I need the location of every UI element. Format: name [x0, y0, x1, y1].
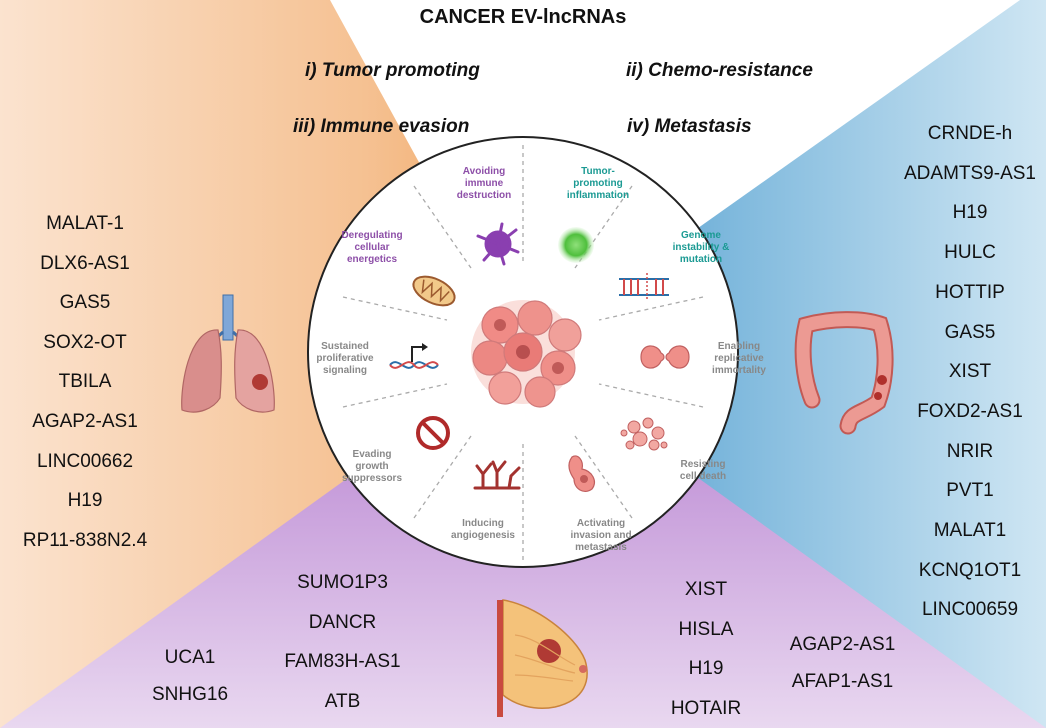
breast-lncrna: UCA1: [164, 647, 216, 668]
colon-lncrna: H19: [952, 202, 988, 224]
lung-lncrna: TBILA: [58, 371, 112, 393]
hallmark-avoiding-immune-destruction: Avoiding immune destruction: [456, 166, 512, 201]
apoptosis-icon: [620, 417, 668, 451]
colon-lncrna: NRIR: [946, 440, 994, 462]
no-sign-icon: [416, 416, 450, 450]
lung-lncrna: AGAP2-AS1: [32, 410, 138, 432]
migrating-cell-icon: [568, 455, 595, 492]
lung-lncrna: DLX6-AS1: [40, 252, 130, 274]
category-chemo-resistance: ii) Chemo-resistance: [626, 60, 813, 81]
colon-lncrna: HOTTIP: [935, 281, 1005, 303]
breast-lncrna: AFAP1-AS1: [791, 671, 894, 692]
breast-lncrna-group-b: SUMO1P3 DANCR FAM83H-AS1 ATB: [270, 563, 415, 721]
colon-lncrna: PVT1: [946, 480, 994, 502]
colon-lncrna: HULC: [944, 242, 996, 264]
hallmark-inducing-angiogenesis: Inducing angiogenesis: [451, 518, 515, 541]
breast-lncrna: ATB: [324, 690, 361, 712]
lung-lncrna-list: MALAT-1 DLX6-AS1 GAS5 SOX2-OT TBILA AGAP…: [10, 204, 160, 560]
breast-lncrna: HISLA: [678, 618, 734, 640]
breast-lncrna-group-c: XIST HISLA H19 HOTAIR: [650, 570, 762, 728]
colon-icon: [794, 311, 894, 435]
breast-lncrna: H19: [688, 658, 724, 679]
colon-lncrna-list: CRNDE-h ADAMTS9-AS1 H19 HULC HOTTIP GAS5…: [890, 114, 1046, 630]
hallmark-genome-instability: Genome instability & mutation: [672, 230, 730, 265]
dna-break-icon: [619, 273, 669, 301]
breast-icon: [497, 599, 588, 717]
colon-lncrna: MALAT1: [933, 520, 1007, 542]
category-immune-evasion: iii) Immune evasion: [293, 116, 470, 137]
hallmark-tumor-promoting-inflammation: Tumor-promoting inflammation: [566, 166, 630, 201]
hallmark-activating-invasion-metastasis: Activating invasion and metastasis: [570, 518, 632, 553]
diagram-title: CANCER EV-lncRNAs: [419, 6, 627, 28]
breast-lncrna: HOTAIR: [670, 697, 742, 719]
colon-lncrna: GAS5: [944, 321, 996, 343]
lung-lncrna: SOX2-OT: [43, 331, 127, 353]
dna-promoter-icon: [389, 343, 439, 369]
dividing-cell-icon: [640, 345, 690, 369]
lung-lncrna: GAS5: [59, 292, 111, 314]
hallmark-evading-growth-suppressors: Evading growth suppressors: [341, 449, 403, 484]
breast-lncrna: FAM83H-AS1: [284, 651, 401, 672]
category-tumor-promoting: i) Tumor promoting: [305, 60, 480, 81]
dendritic-cell-icon: [476, 222, 520, 266]
mitochondria-icon: [412, 275, 456, 307]
colon-lncrna: FOXD2-AS1: [917, 400, 1023, 422]
tumor-cell-cluster-icon: [471, 300, 582, 408]
breast-lncrna: DANCR: [308, 611, 377, 633]
colon-lncrna: LINC00659: [921, 599, 1019, 621]
hallmark-deregulating-cellular-energetics: Deregulating cellular energetics: [341, 230, 403, 265]
inflammation-cell-icon: [558, 227, 594, 263]
hallmark-sustained-proliferative-signaling: Sustained proliferative signaling: [316, 341, 374, 376]
lung-lncrna: RP11-838N2.4: [22, 529, 148, 551]
breast-lncrna: SUMO1P3: [297, 572, 388, 593]
breast-lncrna: XIST: [684, 579, 728, 600]
lung-lncrna: MALAT-1: [46, 213, 124, 234]
breast-lncrna: SNHG16: [151, 684, 229, 705]
lung-icon: [181, 294, 275, 413]
colon-lncrna: CRNDE-h: [927, 123, 1013, 144]
lung-lncrna: LINC00662: [36, 450, 134, 472]
hallmark-resisting-cell-death: Resisting cell death: [679, 459, 727, 482]
colon-lncrna: XIST: [948, 361, 992, 383]
blood-vessel-icon: [473, 460, 521, 490]
category-metastasis: iv) Metastasis: [627, 116, 752, 137]
hallmark-enabling-replicative-immortality: Enabling replicative immortality: [712, 341, 766, 376]
lung-lncrna: H19: [67, 490, 103, 512]
colon-lncrna: KCNQ1OT1: [918, 559, 1022, 581]
breast-lncrna-group-a: UCA1 SNHG16: [130, 639, 250, 713]
breast-lncrna: AGAP2-AS1: [789, 634, 896, 655]
colon-lncrna: ADAMTS9-AS1: [904, 162, 1036, 184]
breast-lncrna-group-d: AGAP2-AS1 AFAP1-AS1: [770, 626, 915, 700]
